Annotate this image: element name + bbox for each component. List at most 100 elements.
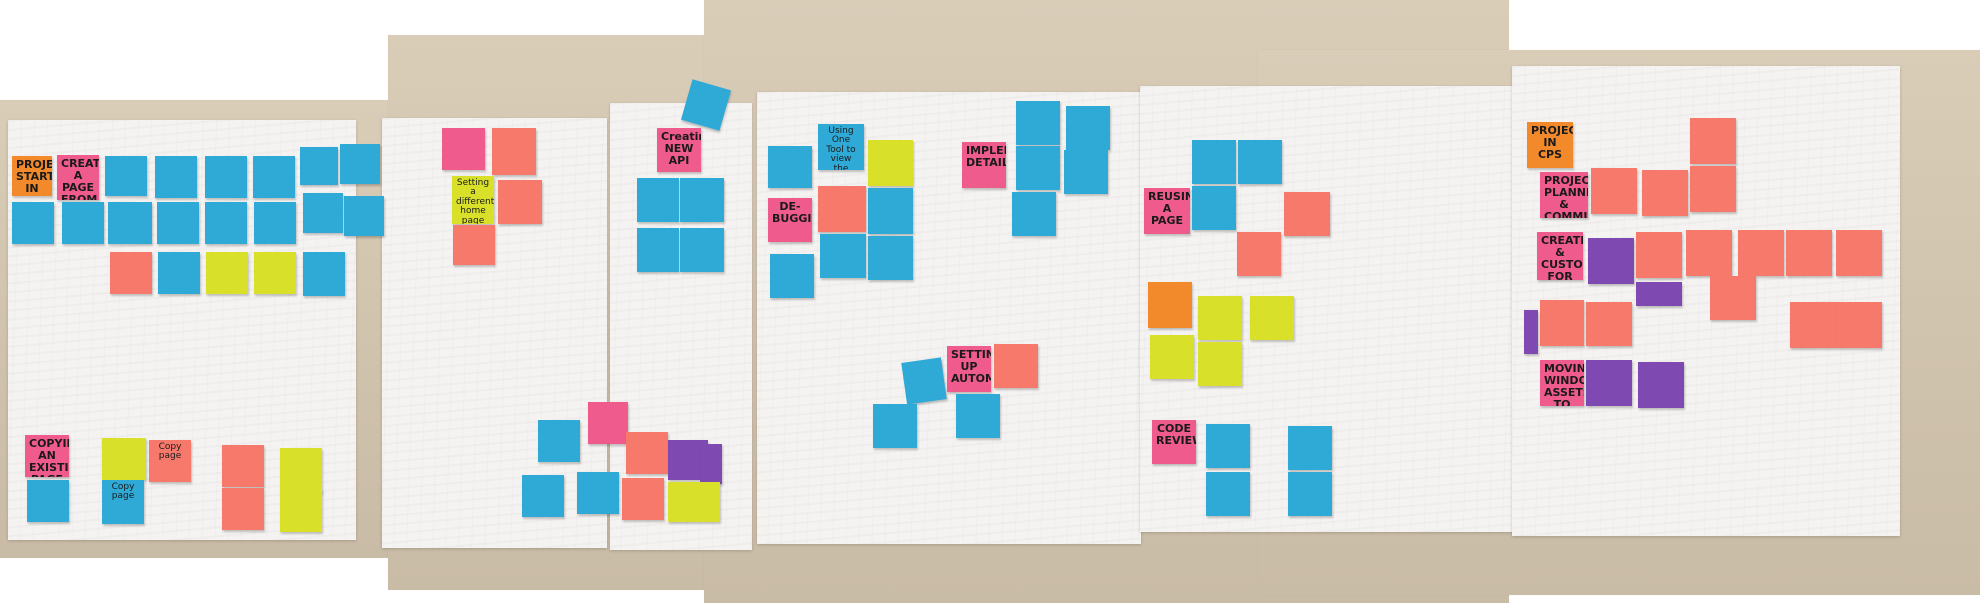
sticky-note — [818, 186, 866, 232]
sticky-note — [1686, 230, 1732, 276]
sticky-note — [453, 225, 495, 265]
sticky-note — [680, 178, 724, 222]
sticky-note — [1016, 146, 1060, 190]
sticky-note — [280, 490, 322, 532]
sticky-note — [102, 438, 146, 480]
sticky-note — [1636, 232, 1682, 278]
sticky-note — [222, 445, 264, 487]
sticky-note — [868, 236, 913, 280]
sticky-note-moving-windows: MOVING WINDOWS ASSETS TO WEB — [1540, 360, 1584, 406]
sticky-note-setting-home-page: Setting a different home page — [452, 176, 494, 224]
sticky-note — [622, 478, 664, 520]
sticky-note-debugging: DE-BUGGING — [768, 198, 812, 242]
sticky-note — [873, 404, 917, 448]
sticky-note-copying-page: COPYING AN EXISTING PAGE — [25, 435, 69, 477]
sticky-note — [303, 252, 345, 296]
sticky-note — [1198, 296, 1242, 340]
sticky-note — [577, 472, 619, 514]
sticky-note — [1064, 150, 1108, 194]
sticky-note-setting-up-automation: SETTING UP AUTOMATION — [947, 346, 991, 392]
sticky-note — [12, 202, 54, 244]
sticky-note — [868, 188, 913, 234]
sticky-note — [442, 128, 485, 170]
sticky-note — [1284, 192, 1330, 236]
sticky-note — [994, 344, 1038, 388]
sticky-note — [254, 252, 296, 294]
sticky-note — [205, 156, 247, 198]
sticky-note — [768, 146, 812, 188]
sticky-note — [1540, 300, 1584, 346]
sticky-note — [1786, 230, 1832, 276]
sticky-note-copy-page: Copy page — [149, 440, 191, 482]
sticky-note — [956, 394, 1000, 438]
sticky-note — [254, 202, 296, 244]
sticky-note — [222, 488, 264, 530]
sticky-note-creating-customization: CREATING & CUSTOMIZATION FOR CLIENT — [1537, 232, 1583, 280]
sticky-note-reusing-page: REUSING A PAGE — [1144, 188, 1190, 234]
sticky-note — [1150, 335, 1194, 379]
sticky-note — [1012, 192, 1056, 236]
sticky-note — [1642, 170, 1688, 216]
sticky-note — [901, 357, 947, 405]
sticky-note — [27, 480, 69, 522]
sticky-note — [588, 402, 628, 444]
sticky-note — [1206, 472, 1250, 516]
sticky-note — [108, 202, 152, 244]
sticky-note — [1790, 302, 1836, 348]
sticky-note — [110, 252, 152, 294]
sticky-note — [1250, 296, 1294, 340]
sticky-note — [1636, 282, 1682, 306]
sticky-note — [1586, 302, 1632, 346]
sticky-note — [1690, 118, 1736, 164]
sticky-note — [1288, 426, 1332, 470]
sticky-note-code-review: CODE REVIEW — [1152, 420, 1196, 464]
sticky-note-project-planning: PROJECT PLANNING & COMMUNICATION — [1540, 172, 1588, 218]
sticky-note — [1588, 238, 1634, 284]
sticky-note — [303, 193, 343, 233]
sticky-note — [538, 420, 580, 462]
sticky-note — [498, 180, 542, 224]
sticky-note — [668, 482, 720, 522]
sticky-note — [1836, 230, 1882, 276]
sticky-note — [1066, 106, 1110, 150]
sticky-note-new-api: Creating NEW API — [657, 128, 701, 172]
sticky-note — [280, 448, 322, 493]
sticky-note — [158, 252, 200, 294]
sticky-note — [300, 147, 338, 185]
sticky-note — [820, 234, 866, 278]
sticky-note — [522, 475, 564, 517]
sticky-note — [626, 432, 668, 474]
sticky-note — [770, 254, 814, 298]
sticky-note-creating-page: CREATING A PAGE FROM SCRATCH — [57, 155, 99, 200]
sticky-note — [1016, 101, 1060, 145]
sticky-note — [1690, 166, 1736, 212]
sticky-note — [155, 156, 197, 198]
sticky-note — [1738, 230, 1784, 276]
sticky-note — [1586, 360, 1632, 406]
sticky-note-using-one-tool: Using One Tool to view the page — [818, 124, 864, 170]
sticky-note — [700, 444, 722, 484]
sticky-note — [206, 252, 248, 294]
sticky-note — [1524, 310, 1538, 354]
sticky-note — [205, 202, 247, 244]
sticky-note — [492, 128, 536, 175]
sticky-note — [340, 144, 380, 184]
sticky-note — [1836, 302, 1882, 348]
sticky-note — [1237, 232, 1281, 276]
sticky-note — [62, 202, 104, 244]
paper-board-2 — [382, 118, 607, 548]
sticky-note — [1192, 140, 1236, 184]
sticky-note — [344, 196, 384, 236]
sticky-note — [105, 156, 147, 196]
sticky-note — [253, 156, 295, 198]
sticky-note — [680, 228, 724, 272]
sticky-note — [1238, 140, 1282, 184]
sticky-note — [1710, 276, 1756, 320]
sticky-note — [1206, 424, 1250, 468]
sticky-note — [1198, 342, 1242, 386]
sticky-note — [1638, 362, 1684, 408]
sticky-note — [637, 178, 679, 222]
sticky-note — [1591, 168, 1637, 214]
sticky-note — [1192, 186, 1236, 230]
